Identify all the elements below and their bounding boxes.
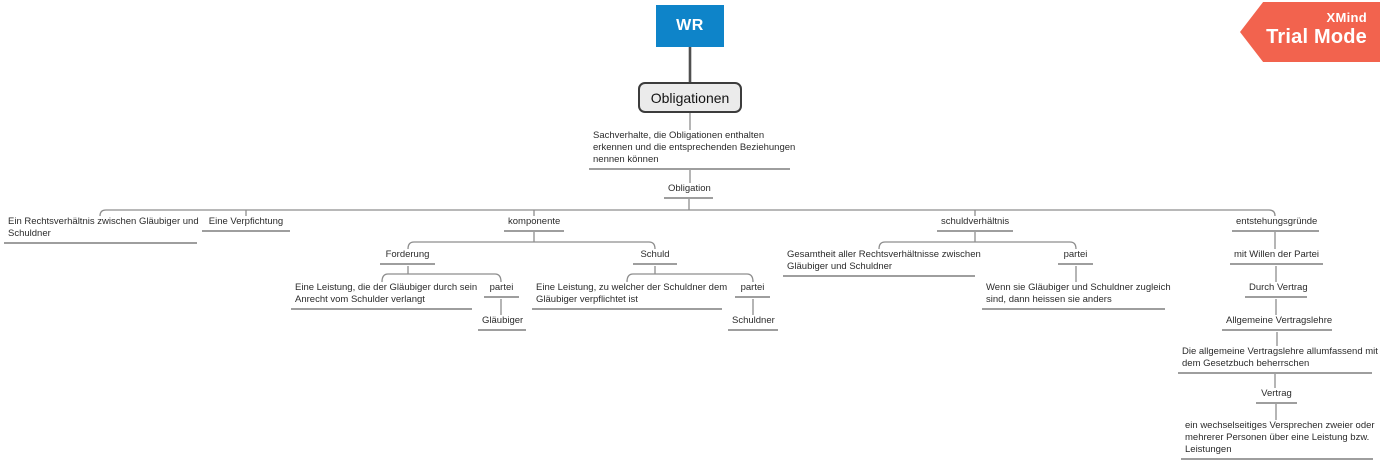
topic-gesamtheit[interactable]: Gesamtheit aller Rechtsverhältnisse zwis… [783, 249, 981, 277]
topic-entstehungsgruende[interactable]: entstehungsgründe [1232, 216, 1319, 232]
topic-durch-vertrag[interactable]: Durch Vertrag [1245, 282, 1308, 298]
watermark-brand: XMind [1326, 10, 1367, 25]
topic-schuld-partei[interactable]: partei [735, 282, 770, 298]
central-topic-label: Obligationen [650, 89, 730, 106]
topic-verpfichtung[interactable]: Eine Verpfichtung [202, 216, 290, 232]
topic-schuld[interactable]: Schuld [633, 249, 677, 265]
topic-obligation[interactable]: Obligation [664, 183, 713, 199]
topic-obligationen[interactable]: Obligationen [638, 82, 742, 113]
topic-vertragslehre-definition[interactable]: Die allgemeine Vertragslehre allumfassen… [1178, 346, 1378, 374]
watermark-mode: Trial Mode [1266, 26, 1367, 48]
topic-wenn-sie[interactable]: Wenn sie Gläubiger und Schuldner zugleic… [982, 282, 1171, 310]
topic-komponente[interactable]: komponente [504, 216, 564, 232]
topic-forderung-partei[interactable]: partei [484, 282, 519, 298]
topic-sachverhalte[interactable]: Sachverhalte, die Obligationen enthalten… [589, 130, 795, 170]
topic-allgemeine-vertragslehre[interactable]: Allgemeine Vertragslehre [1222, 315, 1332, 331]
topic-forderung[interactable]: Forderung [380, 249, 435, 265]
topic-schuld-definition[interactable]: Eine Leistung, zu welcher der Schuldner … [532, 282, 727, 310]
topic-vertrag[interactable]: Vertrag [1256, 388, 1297, 404]
topic-rechtsverhaeltnis[interactable]: Ein Rechtsverhältnis zwischen Gläubiger … [4, 216, 199, 244]
topic-schuldner[interactable]: Schuldner [728, 315, 778, 331]
root-topic-wr[interactable]: WR [656, 5, 724, 47]
topic-mit-willen-der-partei[interactable]: mit Willen der Partei [1230, 249, 1323, 265]
topic-glaeubiger[interactable]: Gläubiger [478, 315, 526, 331]
root-topic-label: WR [676, 17, 704, 34]
topic-vertrag-definition[interactable]: ein wechselseitiges Versprechen zweier o… [1181, 420, 1375, 460]
trial-mode-watermark: XMind Trial Mode [1240, 2, 1380, 62]
topic-forderung-definition[interactable]: Eine Leistung, die der Gläubiger durch s… [291, 282, 477, 310]
topic-schuldverhaeltnis-partei[interactable]: partei [1058, 249, 1093, 265]
topic-schuldverhaeltnis[interactable]: schuldverhältnis [937, 216, 1013, 232]
